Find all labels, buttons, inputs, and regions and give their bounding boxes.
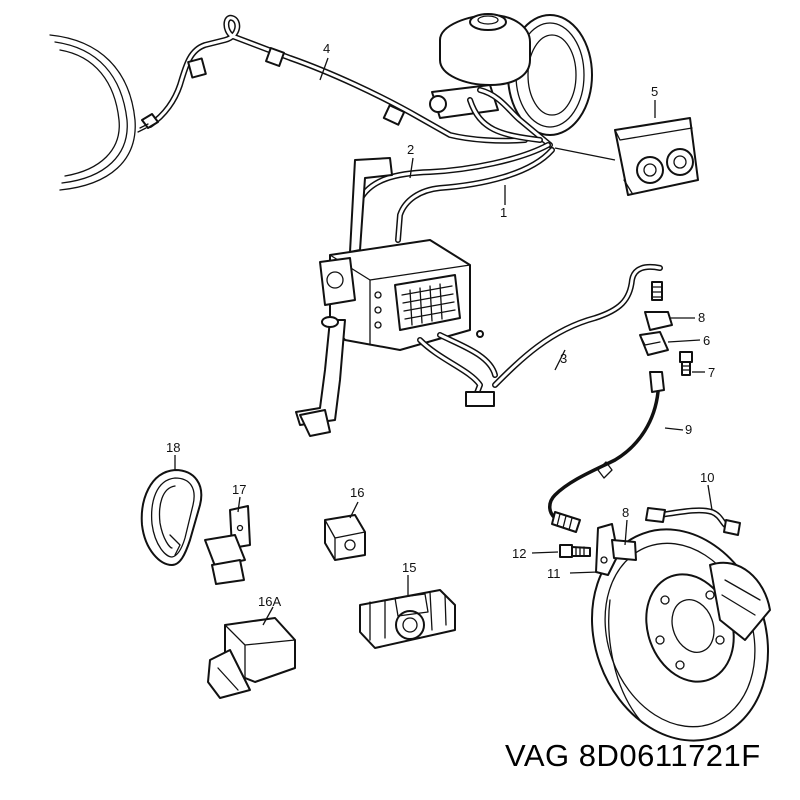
ring-seal-18 bbox=[140, 469, 203, 566]
callout-10: 10 bbox=[700, 470, 714, 485]
callout-7: 7 bbox=[708, 365, 715, 380]
callout-11: 11 bbox=[547, 566, 561, 581]
caliper-bracket-11 bbox=[595, 523, 637, 576]
brake-line-3 bbox=[492, 263, 663, 388]
callout-labels: 4 2 1 3 5 8 6 7 9 10 8 12 11 15 16 16A 1… bbox=[166, 41, 715, 609]
callout-6: 6 bbox=[703, 333, 710, 348]
callout-17: 17 bbox=[232, 482, 246, 497]
leader-lines bbox=[174, 57, 713, 626]
callout-4: 4 bbox=[323, 41, 330, 56]
brake-line-10 bbox=[645, 507, 741, 536]
bolt-12 bbox=[559, 544, 591, 558]
wheel-housing-arcs bbox=[49, 34, 136, 191]
brake-lines-1-2 bbox=[355, 142, 555, 248]
callout-2: 2 bbox=[407, 142, 414, 157]
brake-booster-assembly bbox=[429, 13, 593, 148]
callout-8a: 8 bbox=[698, 310, 705, 325]
callout-18: 18 bbox=[166, 440, 180, 455]
callout-3: 3 bbox=[560, 351, 567, 366]
abs-hydraulic-unit bbox=[295, 157, 498, 437]
callout-1: 1 bbox=[500, 205, 507, 220]
callout-16: 16 bbox=[350, 485, 364, 500]
brake-line-4 bbox=[137, 14, 528, 144]
callout-16a: 16A bbox=[258, 594, 281, 609]
brake-hose-9 bbox=[548, 371, 665, 533]
callout-5: 5 bbox=[651, 84, 658, 99]
bracket-5 bbox=[614, 117, 699, 196]
housing-16a bbox=[207, 617, 296, 699]
rubber-block-16 bbox=[324, 514, 366, 561]
clip-bracket-bolt-group bbox=[639, 311, 693, 376]
callout-15: 15 bbox=[402, 560, 416, 575]
callout-12: 12 bbox=[512, 546, 526, 561]
callout-9: 9 bbox=[685, 422, 692, 437]
brake-disc bbox=[590, 528, 771, 742]
clip-15 bbox=[359, 589, 456, 649]
callout-8b: 8 bbox=[622, 505, 629, 520]
bracket-17 bbox=[204, 505, 251, 585]
part-number-caption: VAG 8D0611721F bbox=[505, 738, 761, 773]
